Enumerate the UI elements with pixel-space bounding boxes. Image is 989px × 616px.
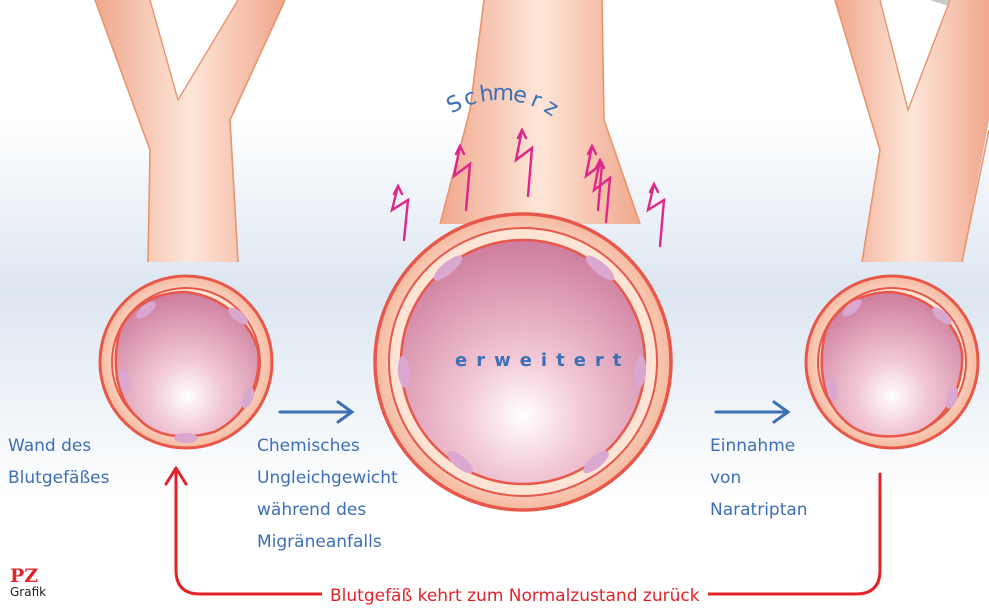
label-vessel-wall: Wand des Blutgefäßes <box>8 430 110 494</box>
pz-logo-caption: Grafik <box>10 585 50 600</box>
label-chemical-imbalance: Chemisches Ungleichgewicht während des M… <box>257 430 398 558</box>
label-return-normal: Blutgefäß kehrt zum Normalzustand zurück <box>322 586 708 606</box>
pz-logo-mark: PZ <box>10 567 50 585</box>
label-dilated: erweitert <box>455 350 630 371</box>
vessel-dilated-center <box>375 0 671 510</box>
label-naratriptan: Einnahme von Naratriptan <box>710 430 808 526</box>
pz-grafik-logo: PZ Grafik <box>10 567 50 600</box>
